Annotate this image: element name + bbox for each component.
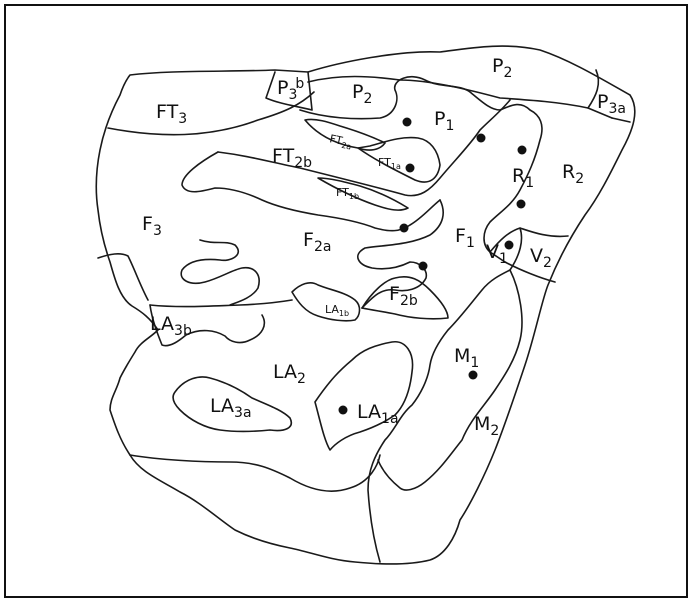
dot-p1-a xyxy=(403,118,412,127)
dot-p1-b xyxy=(477,134,486,143)
label-ft1a: FT1a xyxy=(378,156,401,171)
boundary-la1a xyxy=(315,342,413,450)
label-p2-top: P2 xyxy=(492,55,512,81)
label-f3: F3 xyxy=(142,213,162,239)
label-m1: M1 xyxy=(454,345,479,371)
dot-r1-a xyxy=(518,146,527,155)
dot-v1 xyxy=(505,241,514,250)
label-v2: V2 xyxy=(530,245,552,271)
dot-ft1a xyxy=(406,164,415,173)
dot-m1 xyxy=(469,371,478,380)
label-p1: P1 xyxy=(434,108,454,134)
label-m2: M2 xyxy=(474,413,499,439)
label-ft1b: FT1b xyxy=(336,186,359,201)
label-f2a: F2a xyxy=(303,229,331,255)
label-la1b: LA1b xyxy=(325,303,349,318)
label-la3a: LA3a xyxy=(210,395,252,421)
boundary-f3-la xyxy=(150,300,292,307)
dot-f2b xyxy=(419,262,428,271)
dot-la1a xyxy=(339,406,348,415)
label-p2: P2 xyxy=(352,81,372,107)
label-la2: LA2 xyxy=(273,361,306,387)
dot-r1-b xyxy=(517,200,526,209)
boundary-ft1b xyxy=(318,178,408,210)
label-ft2a: FT2a xyxy=(328,132,354,151)
boundary-f2a-lower xyxy=(181,200,443,308)
label-ft3: FT3 xyxy=(156,101,187,127)
boundary-la2-lower xyxy=(130,455,380,491)
label-la3b: LA3b xyxy=(150,313,192,339)
boundary-p2 xyxy=(300,77,500,119)
label-la1a: LA1a xyxy=(357,401,399,427)
boundary-ft-band xyxy=(218,100,510,196)
label-r2: R2 xyxy=(562,161,584,187)
region-labels: P2 P2 P1 P3a P3b FT3 FT2a FT2b FT1a FT1b… xyxy=(142,55,626,439)
label-f2b: F2b xyxy=(389,283,418,309)
dot-f1 xyxy=(400,224,409,233)
label-f1: F1 xyxy=(455,225,475,251)
boundary-ft1a xyxy=(358,138,440,182)
label-p3b: P3b xyxy=(277,76,304,103)
